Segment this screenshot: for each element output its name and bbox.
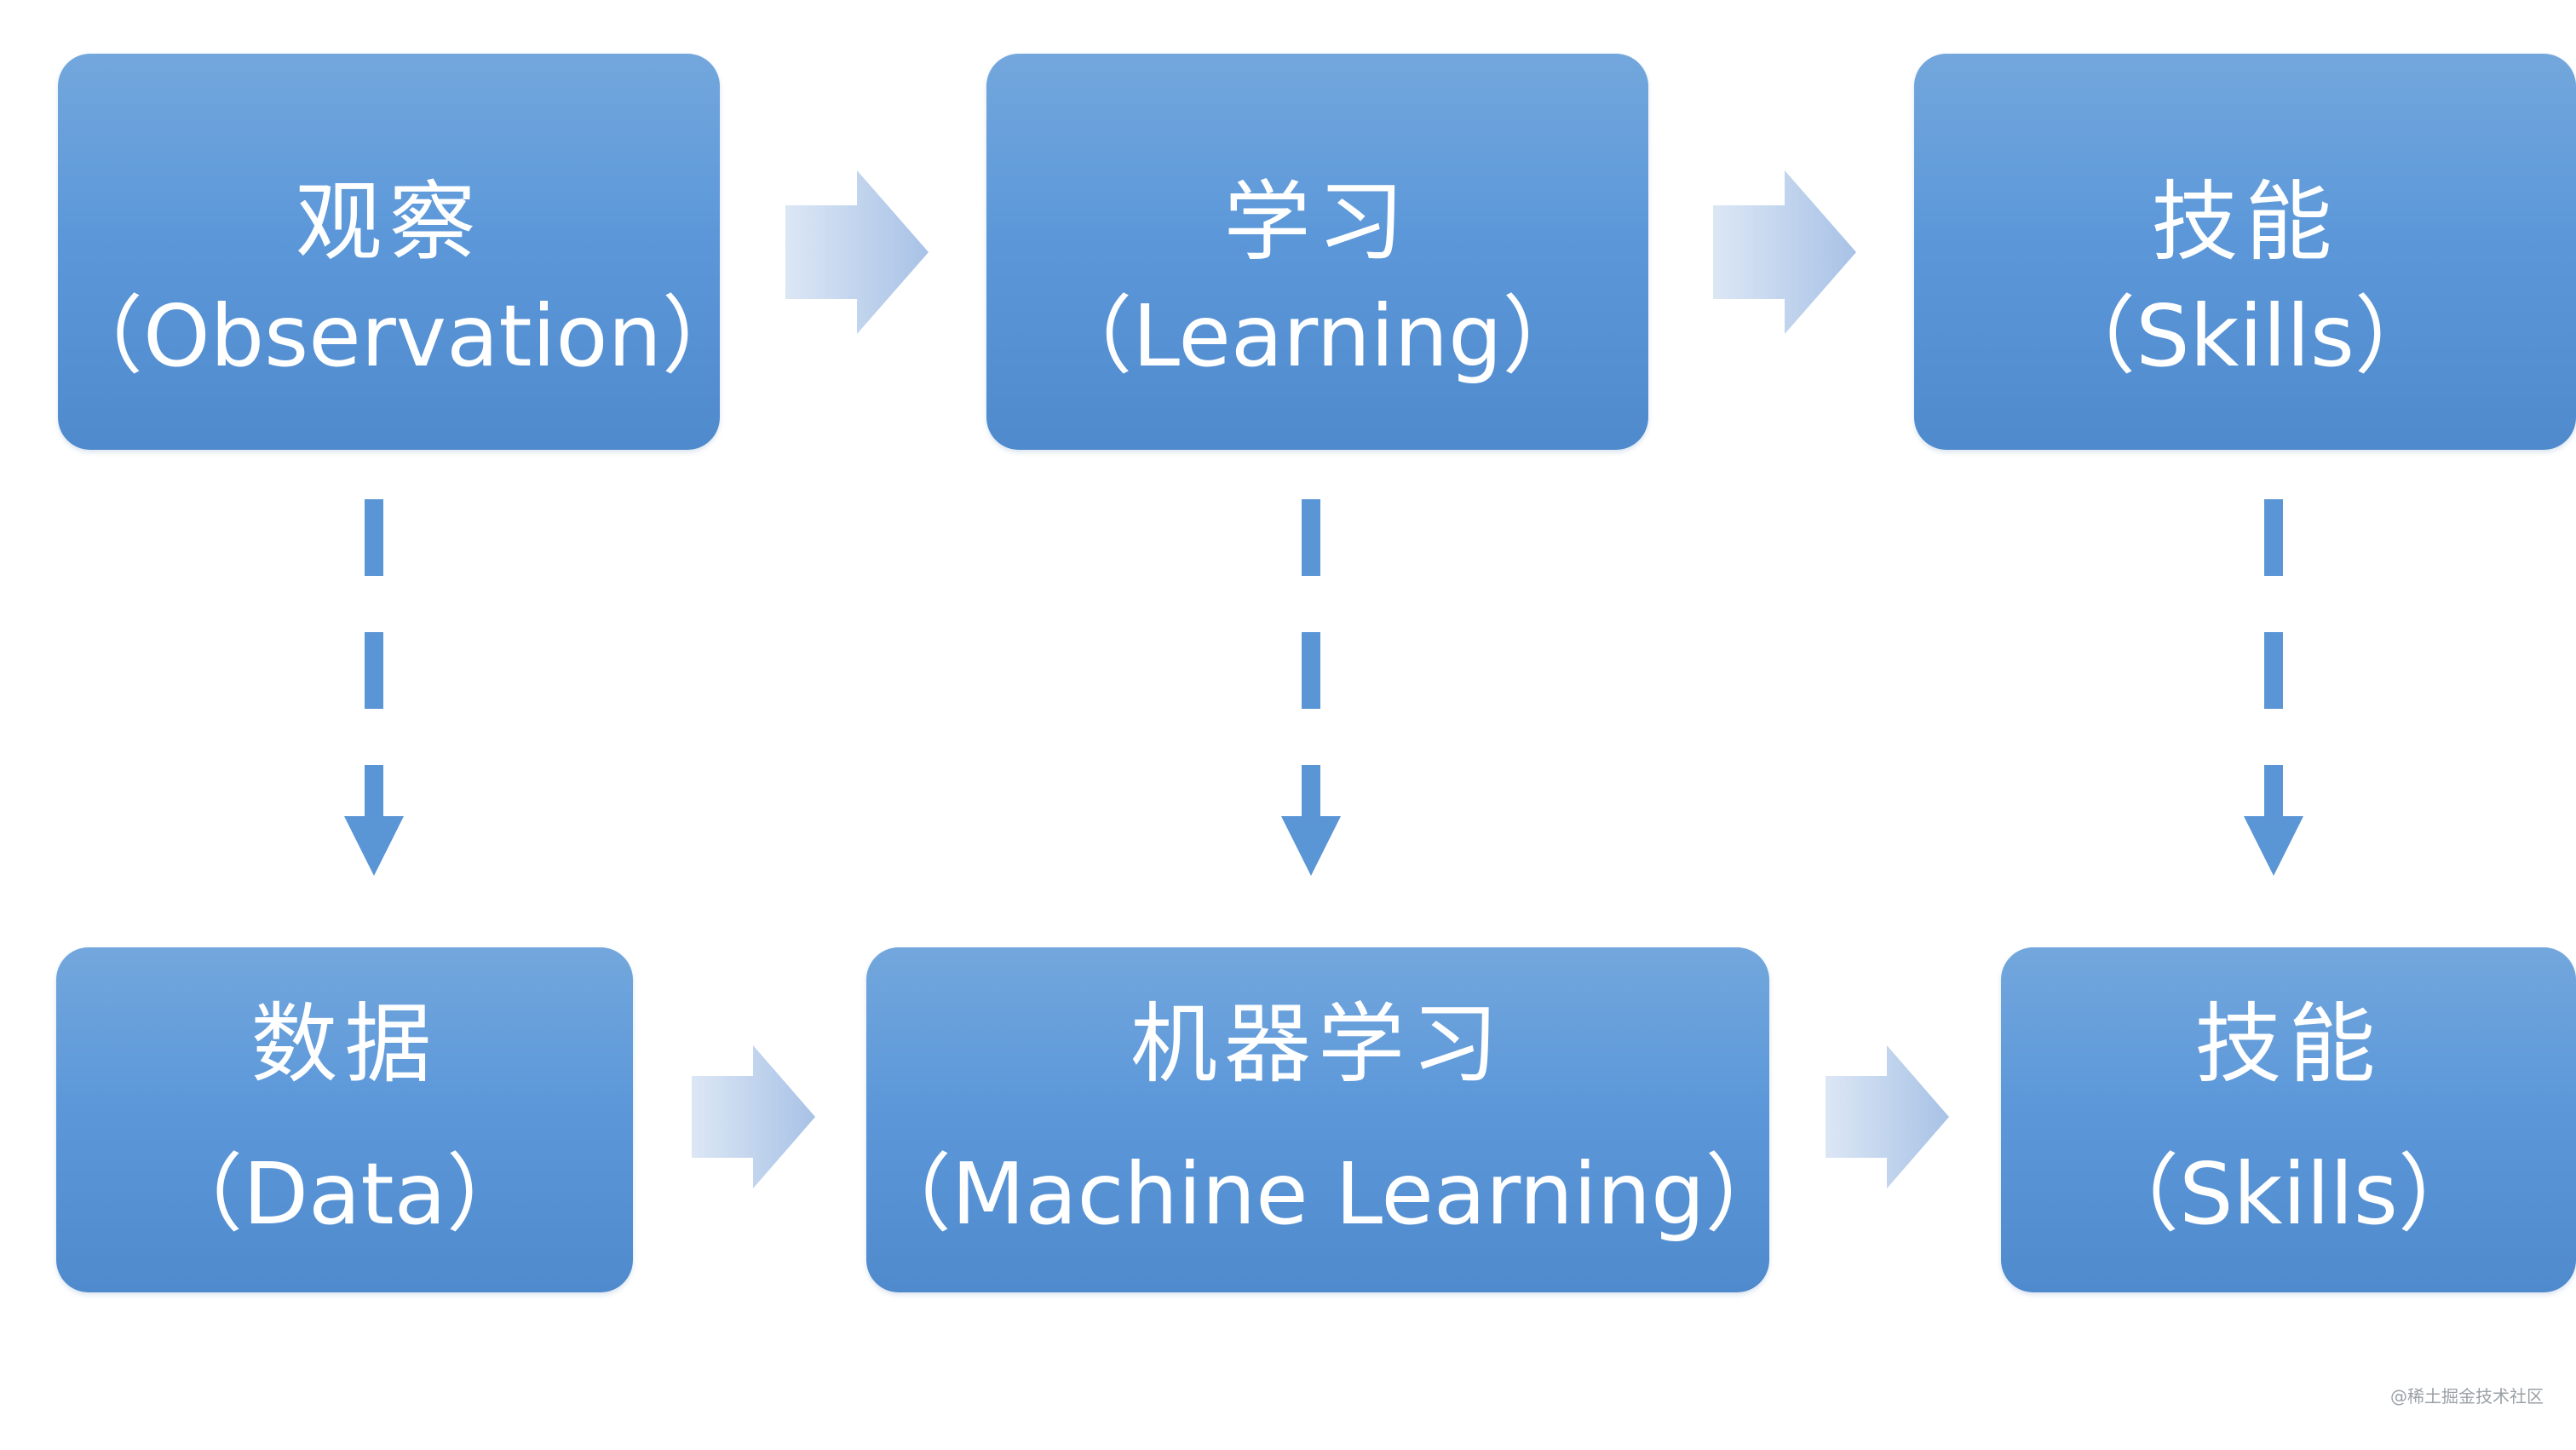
node-skills-bottom-en-label: （Skills） <box>2094 1144 2483 1244</box>
arrow-machine-learning-to-skills-icon <box>1826 1045 1949 1188</box>
arrow-learning-to-skills-icon <box>1713 170 1856 334</box>
arrow-observation-to-learning-icon <box>785 170 929 334</box>
arrow-data-to-machine-learning-icon <box>692 1045 815 1188</box>
node-data: 数据 （Data） <box>56 947 633 1292</box>
node-skills-top: 技能 （Skills） <box>1914 54 2576 450</box>
node-learning: 学习 （Learning） <box>986 54 1648 450</box>
watermark: @稀土掘金技术社区 <box>2390 1386 2544 1407</box>
node-machine-learning-cn-label: 机器学习 <box>1130 994 1505 1096</box>
node-skills-bottom: 技能 （Skills） <box>2001 947 2576 1292</box>
node-skills-bottom-cn-label: 技能 <box>2194 994 2383 1096</box>
dashed-arrow-observation-to-data-icon <box>344 499 404 876</box>
node-machine-learning-en-label: （Machine Learning） <box>866 1144 1791 1244</box>
node-observation: 观察 （Observation） <box>58 54 747 450</box>
node-learning-cn-label: 学习 <box>1223 172 1412 273</box>
node-skills-top-en-label: （Skills） <box>2050 286 2440 386</box>
node-learning-en-label: （Learning） <box>1047 286 1588 386</box>
node-observation-cn-label: 观察 <box>295 172 483 273</box>
dashed-arrow-learning-to-machine-learning-icon <box>1281 499 1341 876</box>
node-skills-top-cn-label: 技能 <box>2151 172 2339 273</box>
node-observation-en-label: （Observation） <box>58 286 747 386</box>
node-machine-learning: 机器学习 （Machine Learning） <box>866 947 1791 1292</box>
node-data-cn-label: 数据 <box>250 994 439 1096</box>
node-data-en-label: （Data） <box>158 1144 532 1244</box>
dashed-arrow-skills-to-skills-icon <box>2244 499 2303 876</box>
